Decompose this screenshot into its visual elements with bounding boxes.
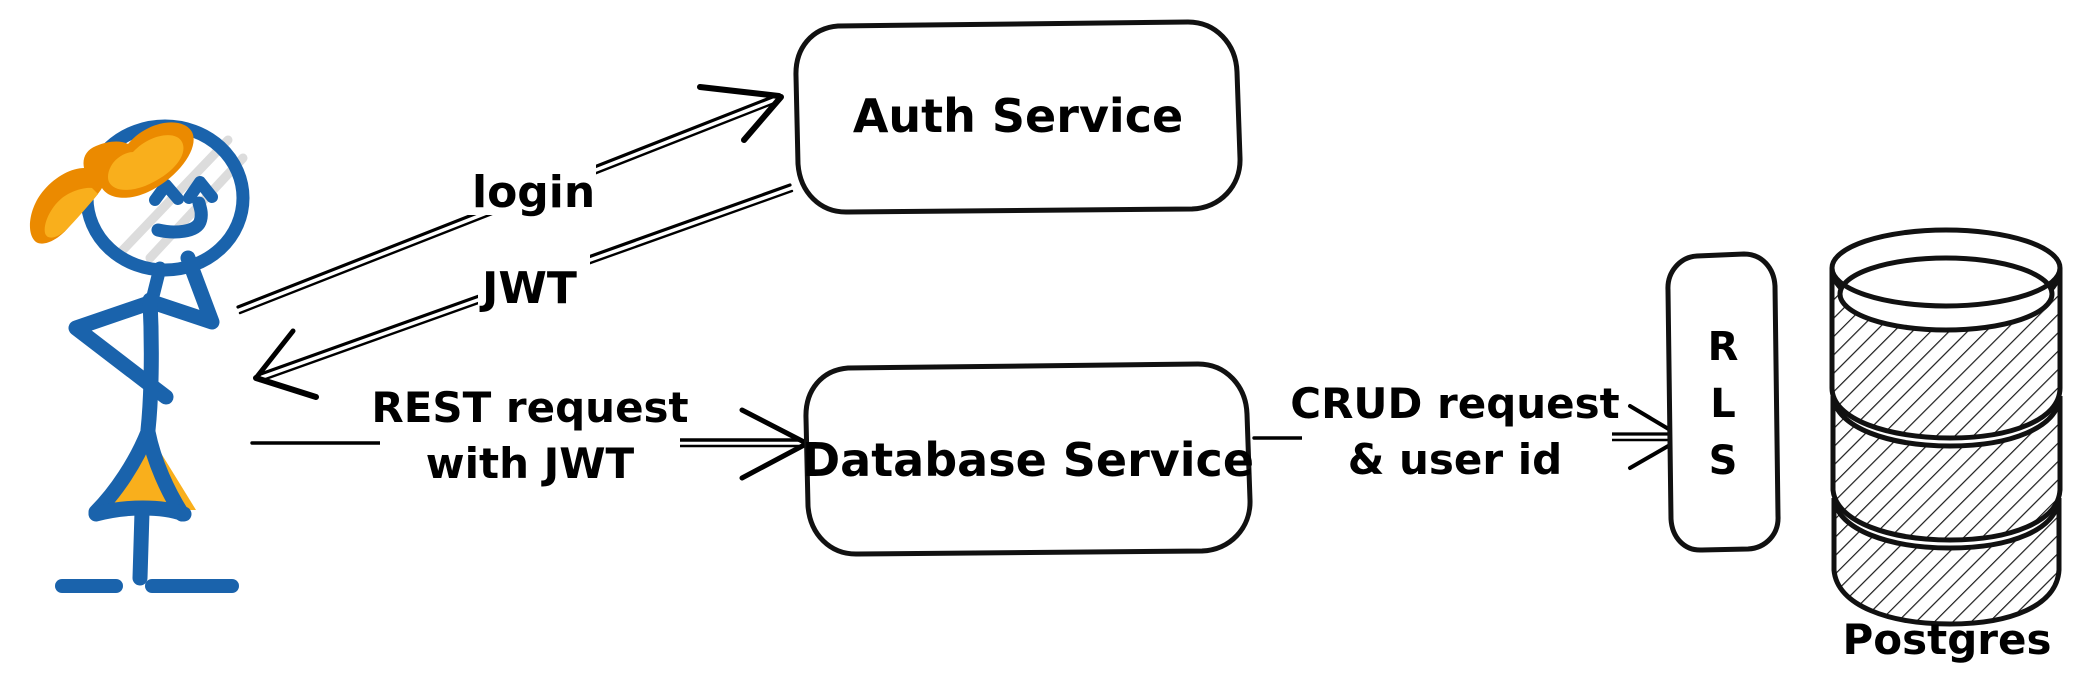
- crud-label-line1: CRUD request: [1290, 379, 1619, 428]
- rls-letter-s: S: [1709, 438, 1738, 484]
- leg-icon: [132, 504, 150, 586]
- user-stick-figure: [29, 119, 250, 593]
- rls-letter-r: R: [1708, 324, 1739, 370]
- rls-box[interactable]: [1665, 251, 1781, 553]
- auth-service-node[interactable]: Auth Service: [793, 19, 1243, 215]
- db-segment-middle-outline: [1830, 395, 2063, 543]
- crud-edge: [1252, 404, 1684, 470]
- rls-letter-l: L: [1710, 381, 1736, 427]
- eyes-icon: [149, 176, 218, 206]
- left-arm-icon: [68, 294, 174, 405]
- jwt-label: JWT: [479, 263, 577, 314]
- database-service-node[interactable]: Database Service: [802, 361, 1254, 557]
- login-label: login: [472, 167, 595, 218]
- db-segment-bottom-outline: [1831, 497, 2062, 627]
- db-top-opening: [1837, 255, 2055, 333]
- mouth-icon: [151, 196, 208, 239]
- rls-node[interactable]: R L S: [1665, 251, 1781, 553]
- auth-service-box[interactable]: [793, 19, 1243, 215]
- jwt-label-bg: [478, 253, 590, 311]
- database-service-label: Database Service: [802, 433, 1254, 487]
- postgres-node[interactable]: Postgres: [1820, 227, 2080, 664]
- edge-labels: login JWT REST request with JWT CRUD req…: [371, 157, 1620, 495]
- rest-label-line1: REST request: [371, 383, 688, 432]
- auth-service-label: Auth Service: [853, 89, 1183, 143]
- torso-icon: [140, 292, 159, 438]
- database-service-box[interactable]: [803, 361, 1253, 557]
- rest-edge: [250, 407, 809, 481]
- rest-label-bg: [380, 385, 680, 495]
- postgres-label: Postgres: [1843, 615, 2052, 664]
- hair-bow-highlight-icon: [108, 135, 184, 190]
- login-label-bg: [468, 157, 596, 215]
- hair-bow-tail-icon: [44, 187, 98, 238]
- db-top-rim: [1829, 227, 2063, 309]
- rest-label-line2: with JWT: [426, 439, 635, 488]
- crud-label-line2: & user id: [1348, 435, 1562, 484]
- right-arm-icon: [144, 250, 220, 330]
- crud-label-bg: [1302, 380, 1612, 490]
